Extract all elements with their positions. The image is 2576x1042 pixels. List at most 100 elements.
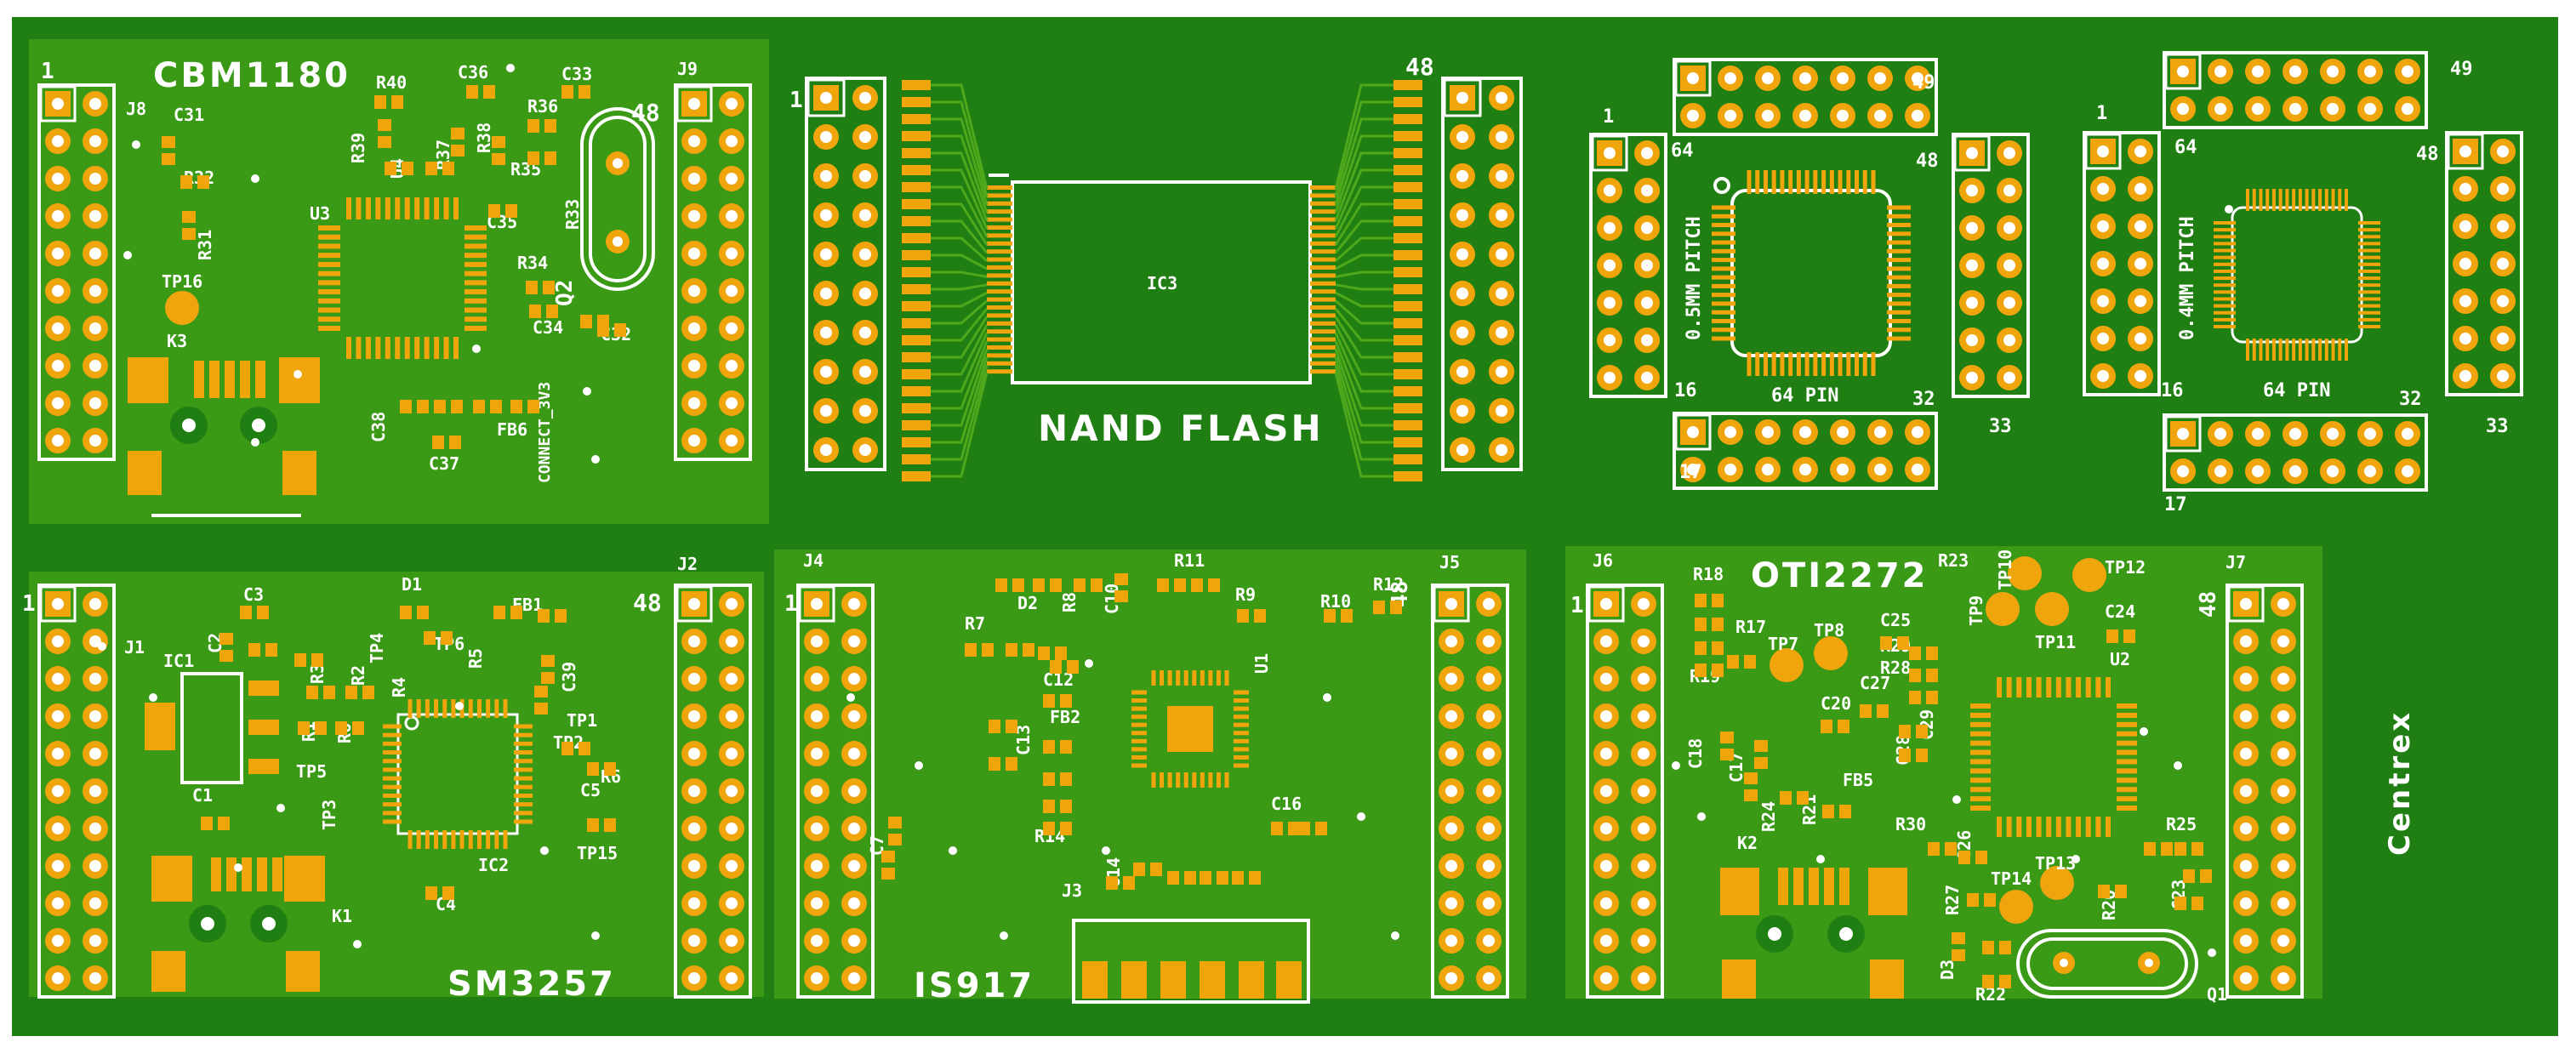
header-hole: [89, 935, 101, 947]
header-hole: [2459, 370, 2471, 382]
pin48-label: 48: [2416, 144, 2439, 165]
header-hole: [1966, 334, 1978, 346]
pin1-label: 1: [1603, 106, 1614, 128]
header-hole: [1600, 935, 1612, 947]
header-hole: [1604, 372, 1616, 384]
header-j9: [674, 83, 752, 461]
d1-label: D1: [402, 574, 422, 595]
header-hole: [726, 823, 738, 834]
j2-label: J2: [677, 554, 698, 574]
header-hole: [1456, 170, 1468, 182]
header-hole: [848, 972, 860, 984]
header-hole: [1456, 209, 1468, 221]
header-hole: [1445, 860, 1457, 872]
header-hole: [1483, 710, 1495, 722]
header-hole: [1483, 598, 1495, 610]
header-hole: [848, 897, 860, 909]
qfp2-pins: [2214, 189, 2380, 361]
header-qfp2-bottom: [2163, 413, 2428, 492]
header-hole: [859, 444, 871, 456]
header-hole: [1638, 972, 1650, 984]
header-hole: [848, 748, 860, 760]
j8-label: J8: [126, 99, 146, 119]
header-hole: [859, 327, 871, 339]
header-hole: [726, 248, 738, 259]
header-hole: [1687, 72, 1699, 84]
k3-label: K3: [167, 331, 187, 351]
header-j6: [1586, 584, 1664, 999]
header-hole: [1483, 897, 1495, 909]
pin1-label: 1: [1570, 593, 1584, 618]
header-hole: [2289, 465, 2301, 477]
header-hole: [2277, 673, 2289, 685]
header-hole: [848, 785, 860, 797]
header-j5: [1431, 584, 1509, 999]
header-hole: [688, 322, 700, 334]
q2-label: Q2: [552, 280, 578, 306]
header-hole: [2003, 334, 2015, 346]
header-hole: [52, 785, 64, 797]
header-hole: [1912, 464, 1923, 475]
header-hole: [1641, 147, 1653, 159]
r8-label: R8: [1059, 592, 1080, 612]
header-hole: [726, 860, 738, 872]
header-hole: [2134, 370, 2146, 382]
tp14-label: TP14: [1991, 868, 2032, 889]
header-hole: [89, 210, 101, 222]
header-hole: [726, 98, 738, 110]
header-hole: [1496, 92, 1507, 104]
u2-body: [1987, 684, 2120, 820]
c20-label: C20: [1821, 693, 1851, 714]
j5-label: J5: [1439, 552, 1460, 572]
pin1-label: 1: [41, 59, 54, 84]
header-hole: [811, 710, 823, 722]
header-hole: [1641, 334, 1653, 346]
header-hole: [811, 635, 823, 647]
c25-label: C25: [1880, 610, 1911, 630]
header-hole: [2214, 428, 2226, 440]
header-hole: [688, 823, 700, 834]
header-hole: [52, 360, 64, 372]
header-hole: [726, 598, 738, 610]
nand-pins: [987, 185, 1336, 374]
header-hole: [820, 131, 832, 143]
pin48-label: 48: [1405, 53, 1434, 81]
header-hole: [859, 170, 871, 182]
header-hole: [2497, 220, 2509, 232]
qfp2-pins-label: 64 PIN: [2263, 380, 2330, 401]
header-hole: [1456, 366, 1468, 378]
header-hole: [1600, 823, 1612, 834]
u3-body: [333, 223, 470, 333]
header-hole: [688, 397, 700, 409]
smd-components: [98, 64, 2216, 988]
header-hole: [1912, 72, 1923, 84]
header-hole: [848, 710, 860, 722]
header-hole: [2327, 428, 2339, 440]
header-hole: [89, 435, 101, 447]
header-hole: [726, 285, 738, 297]
header-hole: [1445, 673, 1457, 685]
header-hole: [1600, 598, 1612, 610]
j9-label: J9: [677, 59, 698, 79]
nand-fanout-pads: [902, 80, 1422, 481]
header-hole: [2459, 333, 2471, 344]
d3-label: D3: [1937, 959, 1958, 980]
header-hole: [820, 444, 832, 456]
header-hole: [2240, 823, 2252, 834]
q1-crystal-outline: [2016, 929, 2198, 999]
header-hole: [1799, 426, 1811, 438]
header-qfp1-left: [1589, 133, 1667, 398]
header-hole: [2097, 370, 2109, 382]
c34-label: C34: [533, 317, 563, 338]
header-hole: [1912, 110, 1923, 122]
header-hole: [688, 785, 700, 797]
header-hole: [1600, 635, 1612, 647]
r12-label: R12: [1373, 574, 1404, 595]
header-hole: [52, 710, 64, 722]
header-hole: [859, 366, 871, 378]
header-hole: [89, 673, 101, 685]
r24-label: R24: [1758, 801, 1779, 832]
header-hole: [1604, 147, 1616, 159]
header-hole: [1724, 426, 1736, 438]
